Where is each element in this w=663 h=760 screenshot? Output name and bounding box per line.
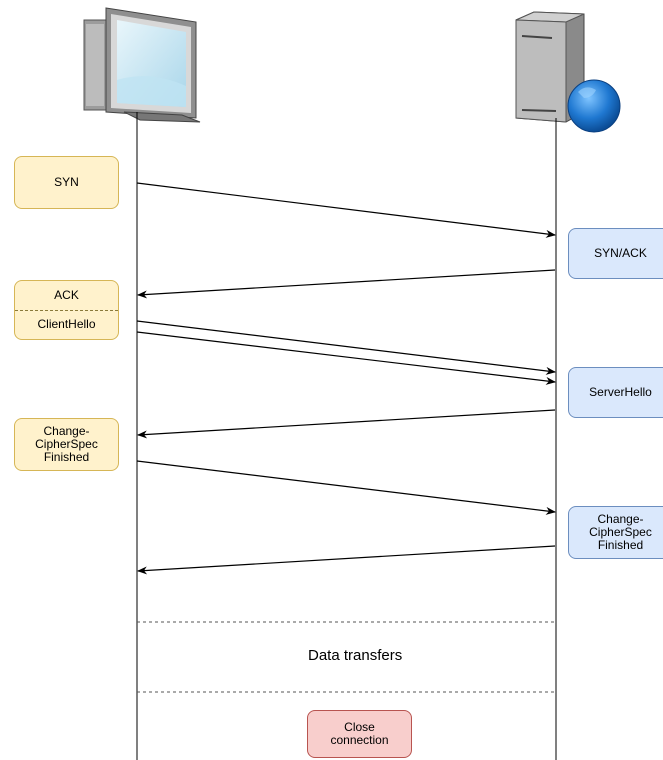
clienthello-label: ClientHello <box>37 317 96 332</box>
server-finished-box: Change- CipherSpec Finished <box>568 506 663 559</box>
ack-clienthello-box: ACK ClientHello <box>14 280 119 340</box>
serverhello-label: ServerHello <box>589 385 652 399</box>
client-computer-icon <box>83 7 201 123</box>
arrow-client-hello <box>136 331 556 385</box>
client-finished-box: Change- CipherSpec Finished <box>14 418 119 471</box>
client-finished-line-1: Change- <box>43 424 90 438</box>
arrow-syn <box>136 182 556 238</box>
ack-section: ACK <box>15 281 118 310</box>
syn-label: SYN <box>54 175 79 189</box>
ack-label: ACK <box>54 287 79 302</box>
server-finished-line-1: Change- <box>597 512 644 526</box>
close-line-2: connection <box>330 733 389 747</box>
close-connection-box: Close connection <box>307 710 412 758</box>
server-finished-line-3: Finished <box>597 538 644 552</box>
syn-box: SYN <box>14 156 119 209</box>
client-finished-line-2: CipherSpec <box>35 437 98 451</box>
arrow-ack <box>136 320 556 375</box>
clienthello-section: ClientHello <box>15 309 118 340</box>
server-finished-line-2: CipherSpec <box>589 525 652 539</box>
arrow-syn-ack <box>137 269 556 299</box>
close-line-1: Close <box>344 720 375 734</box>
arrow-server-hello <box>137 409 556 439</box>
serverhello-box: ServerHello <box>568 367 663 418</box>
server-globe-icon <box>515 11 621 133</box>
syn-ack-label: SYN/ACK <box>594 246 647 260</box>
arrow-server-finished <box>137 545 556 575</box>
syn-ack-box: SYN/ACK <box>568 228 663 279</box>
arrow-client-finished <box>136 460 556 515</box>
client-finished-line-3: Finished <box>43 450 90 464</box>
data-transfers-label: Data transfers <box>308 647 403 664</box>
